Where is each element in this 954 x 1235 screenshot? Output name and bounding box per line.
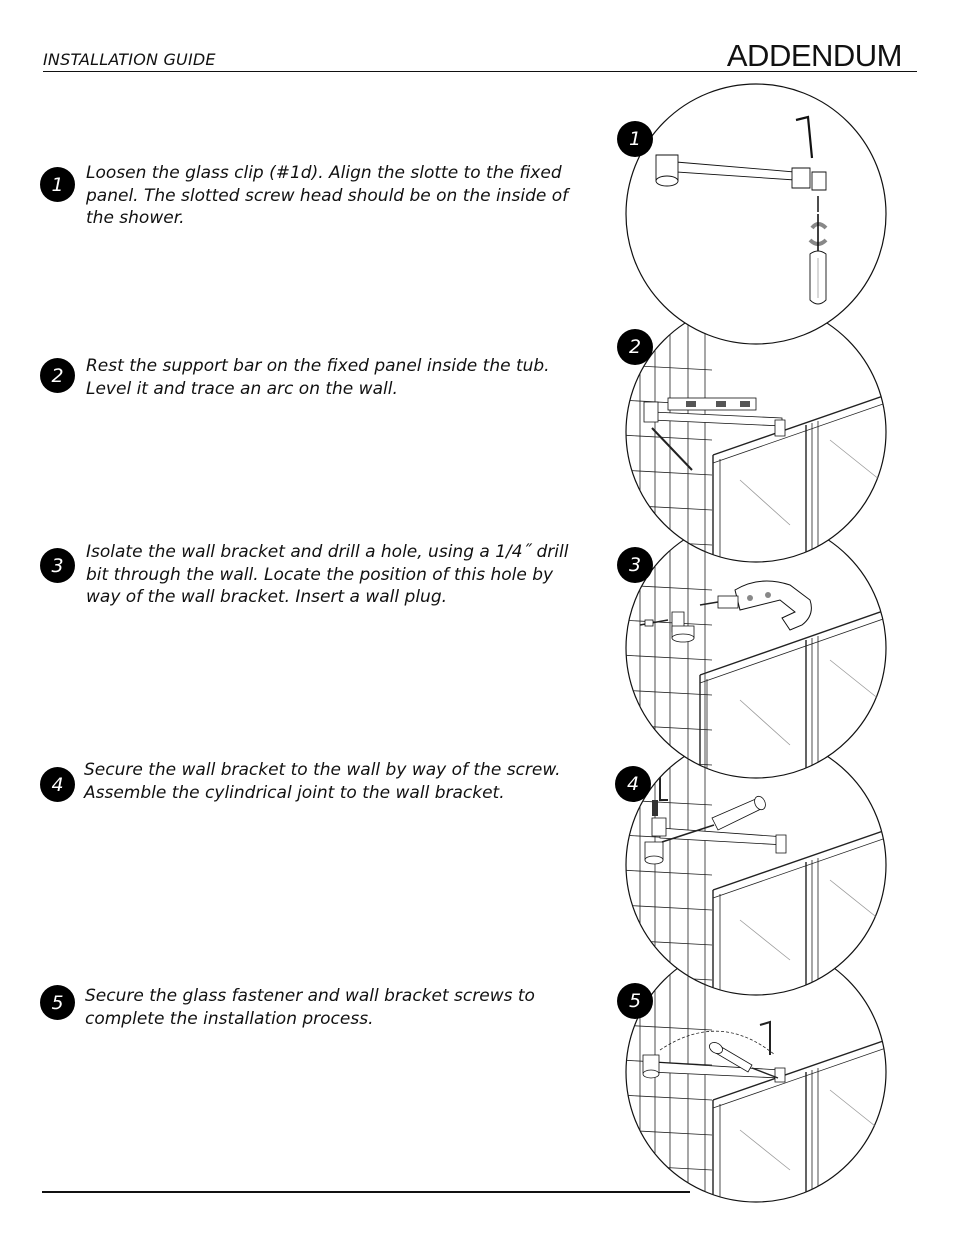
step-4-text: Secure the wall bracket to the wall by w… (84, 760, 561, 803)
step-1-badge: 1 (40, 167, 75, 202)
step-5-text: Secure the glass fastener and wall brack… (85, 986, 535, 1029)
figure-2-illustration (625, 301, 887, 563)
figure-4-illustration (625, 734, 887, 996)
step-5-badge: 5 (40, 985, 75, 1020)
figure-4-badge: 4 (615, 766, 651, 802)
figure-3-badge: 3 (617, 547, 653, 583)
header-divider (43, 71, 917, 72)
step-2-badge: 2 (40, 358, 75, 393)
page-title: ADDENDUM (726, 38, 903, 73)
header-label: INSTALLATION GUIDE (43, 50, 216, 69)
step-1-text: Loosen the glass clip (#1d). Align the s… (86, 163, 569, 228)
figure-2-badge: 2 (617, 329, 653, 365)
footer-divider (42, 1191, 690, 1193)
figure-3-illustration (625, 517, 887, 779)
figure-1-illustration (625, 83, 887, 345)
step-3-text: Isolate the wall bracket and drill a hol… (86, 542, 569, 607)
step-4-badge: 4 (40, 767, 75, 802)
figure-5-illustration (625, 941, 887, 1203)
figure-5-badge: 5 (617, 983, 653, 1019)
figure-1-badge: 1 (617, 121, 653, 157)
step-2-text: Rest the support bar on the fixed panel … (86, 356, 550, 399)
step-3-badge: 3 (40, 548, 75, 583)
